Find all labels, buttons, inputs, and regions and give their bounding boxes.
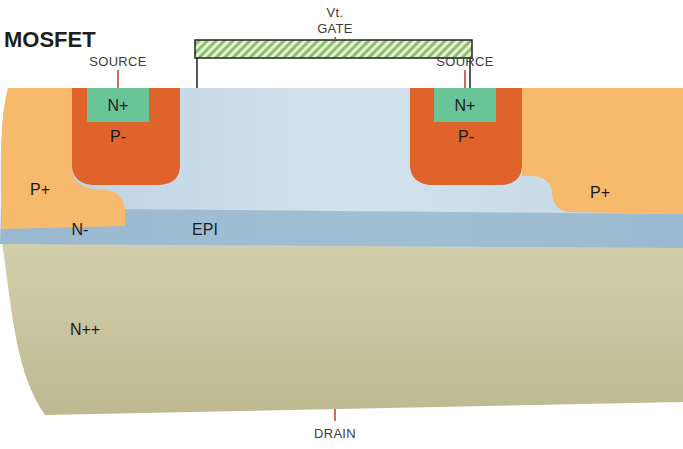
n-plus-source bbox=[87, 88, 149, 122]
leader-line bbox=[334, 37, 336, 40]
region-label: P+ bbox=[30, 181, 50, 199]
epi-layer bbox=[0, 88, 683, 248]
region-label: P- bbox=[458, 128, 474, 146]
p-minus-well bbox=[410, 88, 522, 185]
region-label: EPI bbox=[192, 221, 218, 239]
leader-line bbox=[117, 70, 119, 88]
region-label: P+ bbox=[590, 184, 610, 202]
title: MOSFET bbox=[4, 27, 96, 53]
p-plus-well bbox=[522, 88, 683, 214]
gate-electrode bbox=[195, 40, 472, 58]
leader-line bbox=[464, 70, 466, 88]
doped-region: N+ bbox=[434, 88, 496, 122]
doped-region: P- N+ bbox=[410, 88, 522, 185]
doped-region: P+ bbox=[552, 176, 683, 212]
terminal-label: SOURCE bbox=[436, 54, 493, 69]
region-label: N++ bbox=[70, 321, 100, 339]
doped-region: P- N+ bbox=[72, 88, 180, 185]
terminal-label: DRAIN bbox=[314, 426, 356, 441]
doped-region: N+ bbox=[87, 88, 149, 122]
doped-region: P+ bbox=[0, 140, 110, 225]
region-label: N- bbox=[72, 221, 89, 239]
substrate bbox=[2, 242, 683, 415]
terminal-label: Vt. bbox=[327, 5, 344, 20]
terminal-label: SOURCE bbox=[89, 54, 146, 69]
region-label: P- bbox=[110, 128, 126, 146]
p-minus-well bbox=[72, 88, 180, 185]
leader-line bbox=[334, 409, 336, 421]
doped-region: N++ bbox=[0, 250, 683, 400]
terminal-label: GATE bbox=[317, 21, 353, 36]
gate-edge bbox=[196, 58, 198, 88]
n-plus-source bbox=[434, 88, 496, 122]
region-label: N+ bbox=[455, 97, 476, 115]
doped-region: N- EPI bbox=[0, 208, 683, 246]
region-label: N+ bbox=[108, 97, 129, 115]
